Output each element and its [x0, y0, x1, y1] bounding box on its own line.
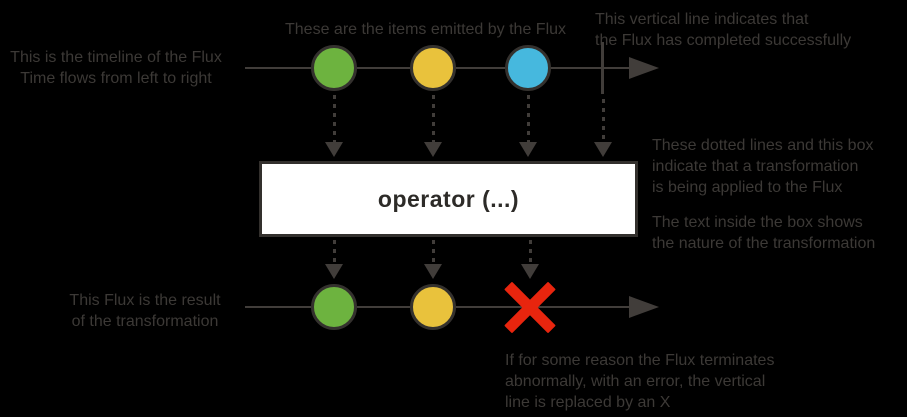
result-marble-yellow — [410, 284, 456, 330]
dotted-line — [527, 95, 530, 143]
annotation-result: This Flux is the result of the transform… — [69, 292, 221, 330]
down-arrowhead-icon — [519, 142, 537, 157]
operator-box: operator (...) — [259, 161, 638, 237]
source-timeline-arrowhead-icon — [629, 57, 659, 79]
annotation-complete: This vertical line indicates that the Fl… — [595, 11, 852, 49]
source-marble-yellow — [410, 45, 456, 91]
down-arrowhead-icon — [594, 142, 612, 157]
annotation-timeline: This is the timeline of the Flux Time fl… — [10, 49, 222, 87]
source-marble-blue — [505, 45, 551, 91]
down-arrowhead-icon — [424, 142, 442, 157]
complete-marker-line — [601, 42, 604, 94]
annotation-error: If for some reason the Flux terminates a… — [505, 352, 775, 411]
operator-label: operator (...) — [377, 185, 520, 212]
down-arrowhead-icon — [325, 142, 343, 157]
annotation-box-text: The text inside the box shows the nature… — [652, 214, 876, 252]
dotted-line — [432, 240, 435, 265]
down-arrowhead-icon — [521, 264, 539, 279]
annotation-items: These are the items emitted by the Flux — [285, 21, 567, 38]
result-timeline-arrowhead-icon — [629, 296, 659, 318]
dotted-line — [333, 240, 336, 265]
down-arrowhead-icon — [325, 264, 343, 279]
dotted-line — [333, 95, 336, 143]
dotted-line — [602, 99, 605, 143]
annotation-transformation: These dotted lines and this box indicate… — [652, 137, 874, 196]
dotted-line — [432, 95, 435, 143]
down-arrowhead-icon — [424, 264, 442, 279]
dotted-line — [529, 240, 532, 265]
result-marble-green — [311, 284, 357, 330]
source-marble-green — [311, 45, 357, 91]
